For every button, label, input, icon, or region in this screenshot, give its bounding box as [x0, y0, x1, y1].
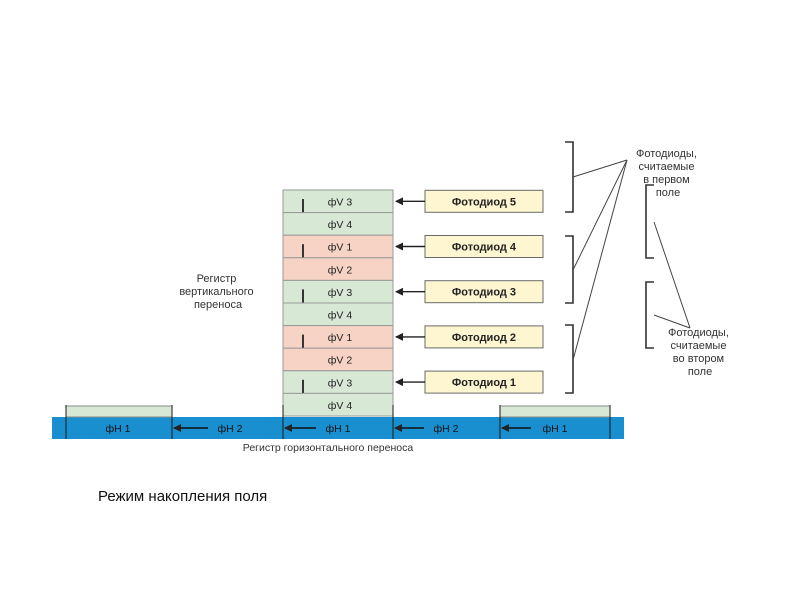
field-braces: [565, 141, 691, 394]
horizontal-cell-label: фН 1: [326, 423, 351, 435]
vertical-register-label-line-1: Регистр: [197, 273, 237, 285]
photodiode-column: Фотодиод 5 Фотодиод 4 Фотодиод 3 Фотодиод 2…: [395, 189, 544, 394]
second-field-label-line-3: во втором: [673, 353, 724, 365]
second-field-leader: [653, 221, 691, 329]
photodiode-label: Фотодиод 3: [452, 287, 516, 299]
vertical-cell-label: фV 3: [328, 377, 353, 389]
second-field-label-line-2: считаемые: [670, 340, 726, 352]
horizontal-cell-label: фН 2: [218, 423, 243, 435]
second-field-label: Фотодиоды, считаемые во втором поле: [668, 327, 732, 378]
horizontal-cell-label: фН 1: [543, 423, 568, 435]
vertical-cell-label: фV 3: [328, 287, 353, 299]
horizontal-register: фН 1 фН 2 фН 1 фН 2 фН 1: [52, 405, 624, 439]
second-field-label-line-4: поле: [688, 366, 712, 378]
horizontal-edge-cell: [65, 405, 173, 418]
first-field-label-line-2: считаемые: [638, 161, 694, 173]
second-field-label-line-1: Фотодиоды,: [668, 327, 729, 339]
vertical-cell-label: фV 4: [328, 400, 353, 412]
horizontal-cell-label: фН 1: [106, 423, 131, 435]
vertical-cell-label: фV 4: [328, 219, 353, 231]
photodiode-label: Фотодиод 2: [452, 332, 516, 344]
horizontal-register-bar: [52, 417, 624, 439]
first-field-label-line-4: поле: [656, 187, 680, 199]
vertical-cell-label: фV 1: [328, 332, 353, 344]
first-field-label: Фотодиоды, считаемые в первом поле: [636, 148, 700, 199]
vertical-cell: [282, 392, 394, 417]
vertical-register: фV 3 фV 4 фV 1 фV 2 фV 3 фV 4 фV 1 фV 2 фV 3 фV 4: [282, 189, 394, 417]
field-brace: [565, 324, 574, 394]
vertical-cell-label: фV 3: [328, 197, 353, 209]
first-field-leader: [572, 159, 628, 178]
vertical-cell-label: фV 2: [328, 264, 353, 276]
field-brace: [645, 281, 654, 349]
horizontal-register-label: Регистр горизонтального переноса: [243, 442, 414, 454]
vertical-cell-label: фV 1: [328, 242, 353, 254]
photodiode-label: Фотодиод 4: [452, 242, 517, 254]
second-field-leader: [653, 314, 691, 329]
field-brace: [565, 235, 574, 304]
vertical-cell-label: фV 4: [328, 310, 353, 322]
vertical-register-label: Регистр вертикального переноса: [179, 273, 256, 311]
first-field-leader: [572, 159, 628, 271]
horizontal-edge-cell: [499, 405, 611, 418]
photodiode-label: Фотодиод 5: [452, 196, 516, 208]
field-brace: [645, 184, 654, 259]
field-brace: [565, 141, 574, 213]
diagram-caption: Режим накопления поля: [98, 488, 268, 505]
first-field-label-line-1: Фотодиоды,: [636, 148, 697, 160]
vertical-register-label-line-3: переноса: [194, 299, 243, 311]
first-field-label-line-3: в первом: [643, 174, 690, 186]
first-field-leader: [572, 159, 628, 361]
horizontal-cell-label: фН 2: [434, 423, 459, 435]
photodiode-label: Фотодиод 1: [452, 377, 516, 389]
vertical-register-label-line-2: вертикального: [179, 286, 253, 298]
vertical-cell-label: фV 2: [328, 355, 353, 367]
